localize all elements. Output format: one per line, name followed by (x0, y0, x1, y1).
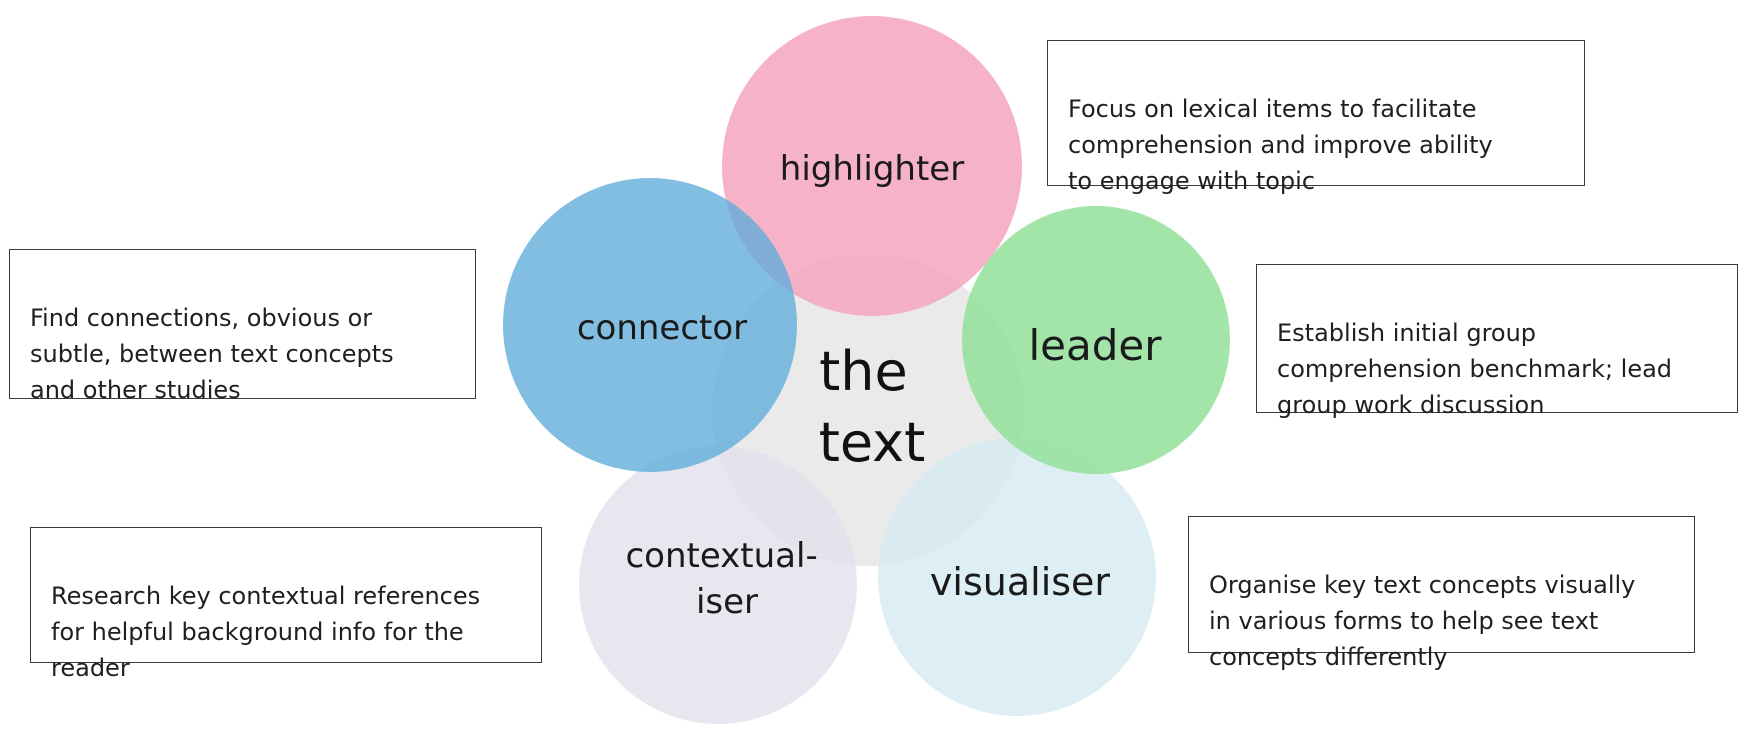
contextualiser-description-box: Research key contextual references for h… (30, 527, 542, 682)
leader-label: leader (1028, 321, 1162, 370)
leader-description-box: Establish initial group comprehension be… (1256, 264, 1738, 419)
highlighter-description: Focus on lexical items to facilitate com… (1068, 95, 1493, 195)
highlighter-label: highlighter (780, 149, 964, 189)
connector-description: Find connections, obvious or subtle, bet… (30, 304, 394, 404)
contextualiser-circle (579, 446, 857, 724)
connector-label: connector (577, 308, 747, 348)
contextualiser-label-line-2: iser (696, 582, 758, 622)
leader-label-line: leader (1028, 321, 1162, 370)
center-label: the text (819, 340, 926, 474)
highlighter-description-box: Focus on lexical items to facilitate com… (1047, 40, 1585, 195)
visualiser-label-line: visualiser (930, 560, 1111, 604)
connector-label-line: connector (577, 308, 747, 348)
highlighter-circle (722, 16, 1022, 316)
contextualiser-label: contextual- iser (625, 536, 828, 622)
visualiser-description: Organise key text concepts visually in v… (1209, 571, 1636, 671)
visualiser-circle (878, 438, 1156, 716)
center-label-line-2: text (819, 411, 926, 474)
leader-description: Establish initial group comprehension be… (1277, 319, 1673, 419)
connector-description-box: Find connections, obvious or subtle, bet… (9, 249, 476, 404)
visualiser-description-box: Organise key text concepts visually in v… (1188, 516, 1695, 671)
highlighter-label-line: highlighter (780, 149, 964, 189)
contextualiser-label-line-1: contextual- (625, 536, 817, 576)
contextualiser-description: Research key contextual references for h… (51, 582, 481, 682)
center-label-line-1: the (819, 340, 908, 403)
visualiser-label: visualiser (930, 560, 1111, 604)
connector-circle (503, 178, 797, 472)
leader-circle (962, 206, 1230, 474)
